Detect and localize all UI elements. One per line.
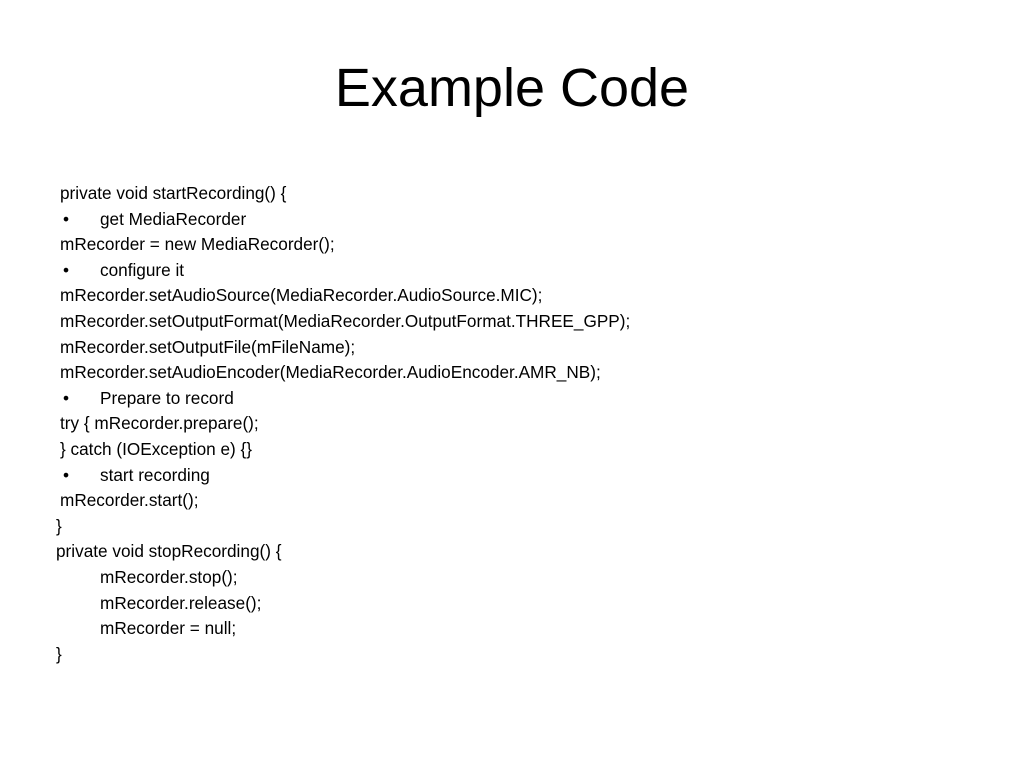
bullet-icon: • <box>63 259 70 280</box>
code-line-text: mRecorder.stop(); <box>100 566 238 587</box>
code-line: private void stopRecording() { <box>56 539 976 565</box>
code-line-text: } <box>56 643 62 664</box>
code-line: mRecorder.setAudioEncoder(MediaRecorder.… <box>56 360 976 386</box>
code-line-text: mRecorder.setOutputFile(mFileName); <box>60 336 356 357</box>
bullet-icon: • <box>63 208 70 229</box>
code-line: } <box>56 514 976 540</box>
code-bullet-line: • start recording <box>56 463 976 489</box>
code-line-text: mRecorder.setOutputFormat(MediaRecorder.… <box>60 310 631 331</box>
code-line: mRecorder.setOutputFile(mFileName); <box>56 335 976 361</box>
code-line-text: configure it <box>100 259 185 280</box>
bullet-icon: • <box>63 387 70 408</box>
code-line: } catch (IOException e) {} <box>56 437 976 463</box>
code-line-text: start recording <box>100 464 210 485</box>
code-line-text: try { mRecorder.prepare(); <box>60 413 259 434</box>
code-line-text: mRecorder.release(); <box>100 592 262 613</box>
code-line: mRecorder.stop(); <box>56 565 976 591</box>
code-line: mRecorder.setAudioSource(MediaRecorder.A… <box>56 283 976 309</box>
code-line-text: mRecorder = null; <box>100 618 237 639</box>
code-line-text: get MediaRecorder <box>100 208 247 229</box>
code-line-text: mRecorder.setAudioSource(MediaRecorder.A… <box>60 285 543 306</box>
code-line: mRecorder = new MediaRecorder(); <box>56 232 976 258</box>
code-listing: private void startRecording() { • get Medi… <box>56 181 976 667</box>
code-line: mRecorder.setOutputFormat(MediaRecorder.… <box>56 309 976 335</box>
code-line: mRecorder = null; <box>56 616 976 642</box>
code-line-text: } catch (IOException e) {} <box>60 438 253 459</box>
page-title: Example Code <box>334 58 690 118</box>
code-line-text: mRecorder.setAudioEncoder(MediaRecorder.… <box>60 362 601 383</box>
code-bullet-line: • get MediaRecorder <box>56 207 976 233</box>
code-line: mRecorder.start(); <box>56 488 976 514</box>
bullet-icon: • <box>63 464 70 485</box>
code-line-text: } <box>56 515 62 536</box>
code-line: mRecorder.release(); <box>56 591 976 617</box>
code-line-text: mRecorder = new MediaRecorder(); <box>60 234 335 255</box>
code-line-text: mRecorder.start(); <box>60 490 199 511</box>
code-line: try { mRecorder.prepare(); <box>56 411 976 437</box>
code-line-text: Prepare to record <box>100 387 234 408</box>
code-line-text: private void startRecording() { <box>60 183 287 203</box>
code-bullet-line: • configure it <box>56 258 976 284</box>
code-line-text: private void stopRecording() { <box>56 541 282 562</box>
code-line: } <box>56 642 976 668</box>
code-line: private void startRecording() { <box>56 181 976 207</box>
code-bullet-line: • Prepare to record <box>56 386 976 412</box>
